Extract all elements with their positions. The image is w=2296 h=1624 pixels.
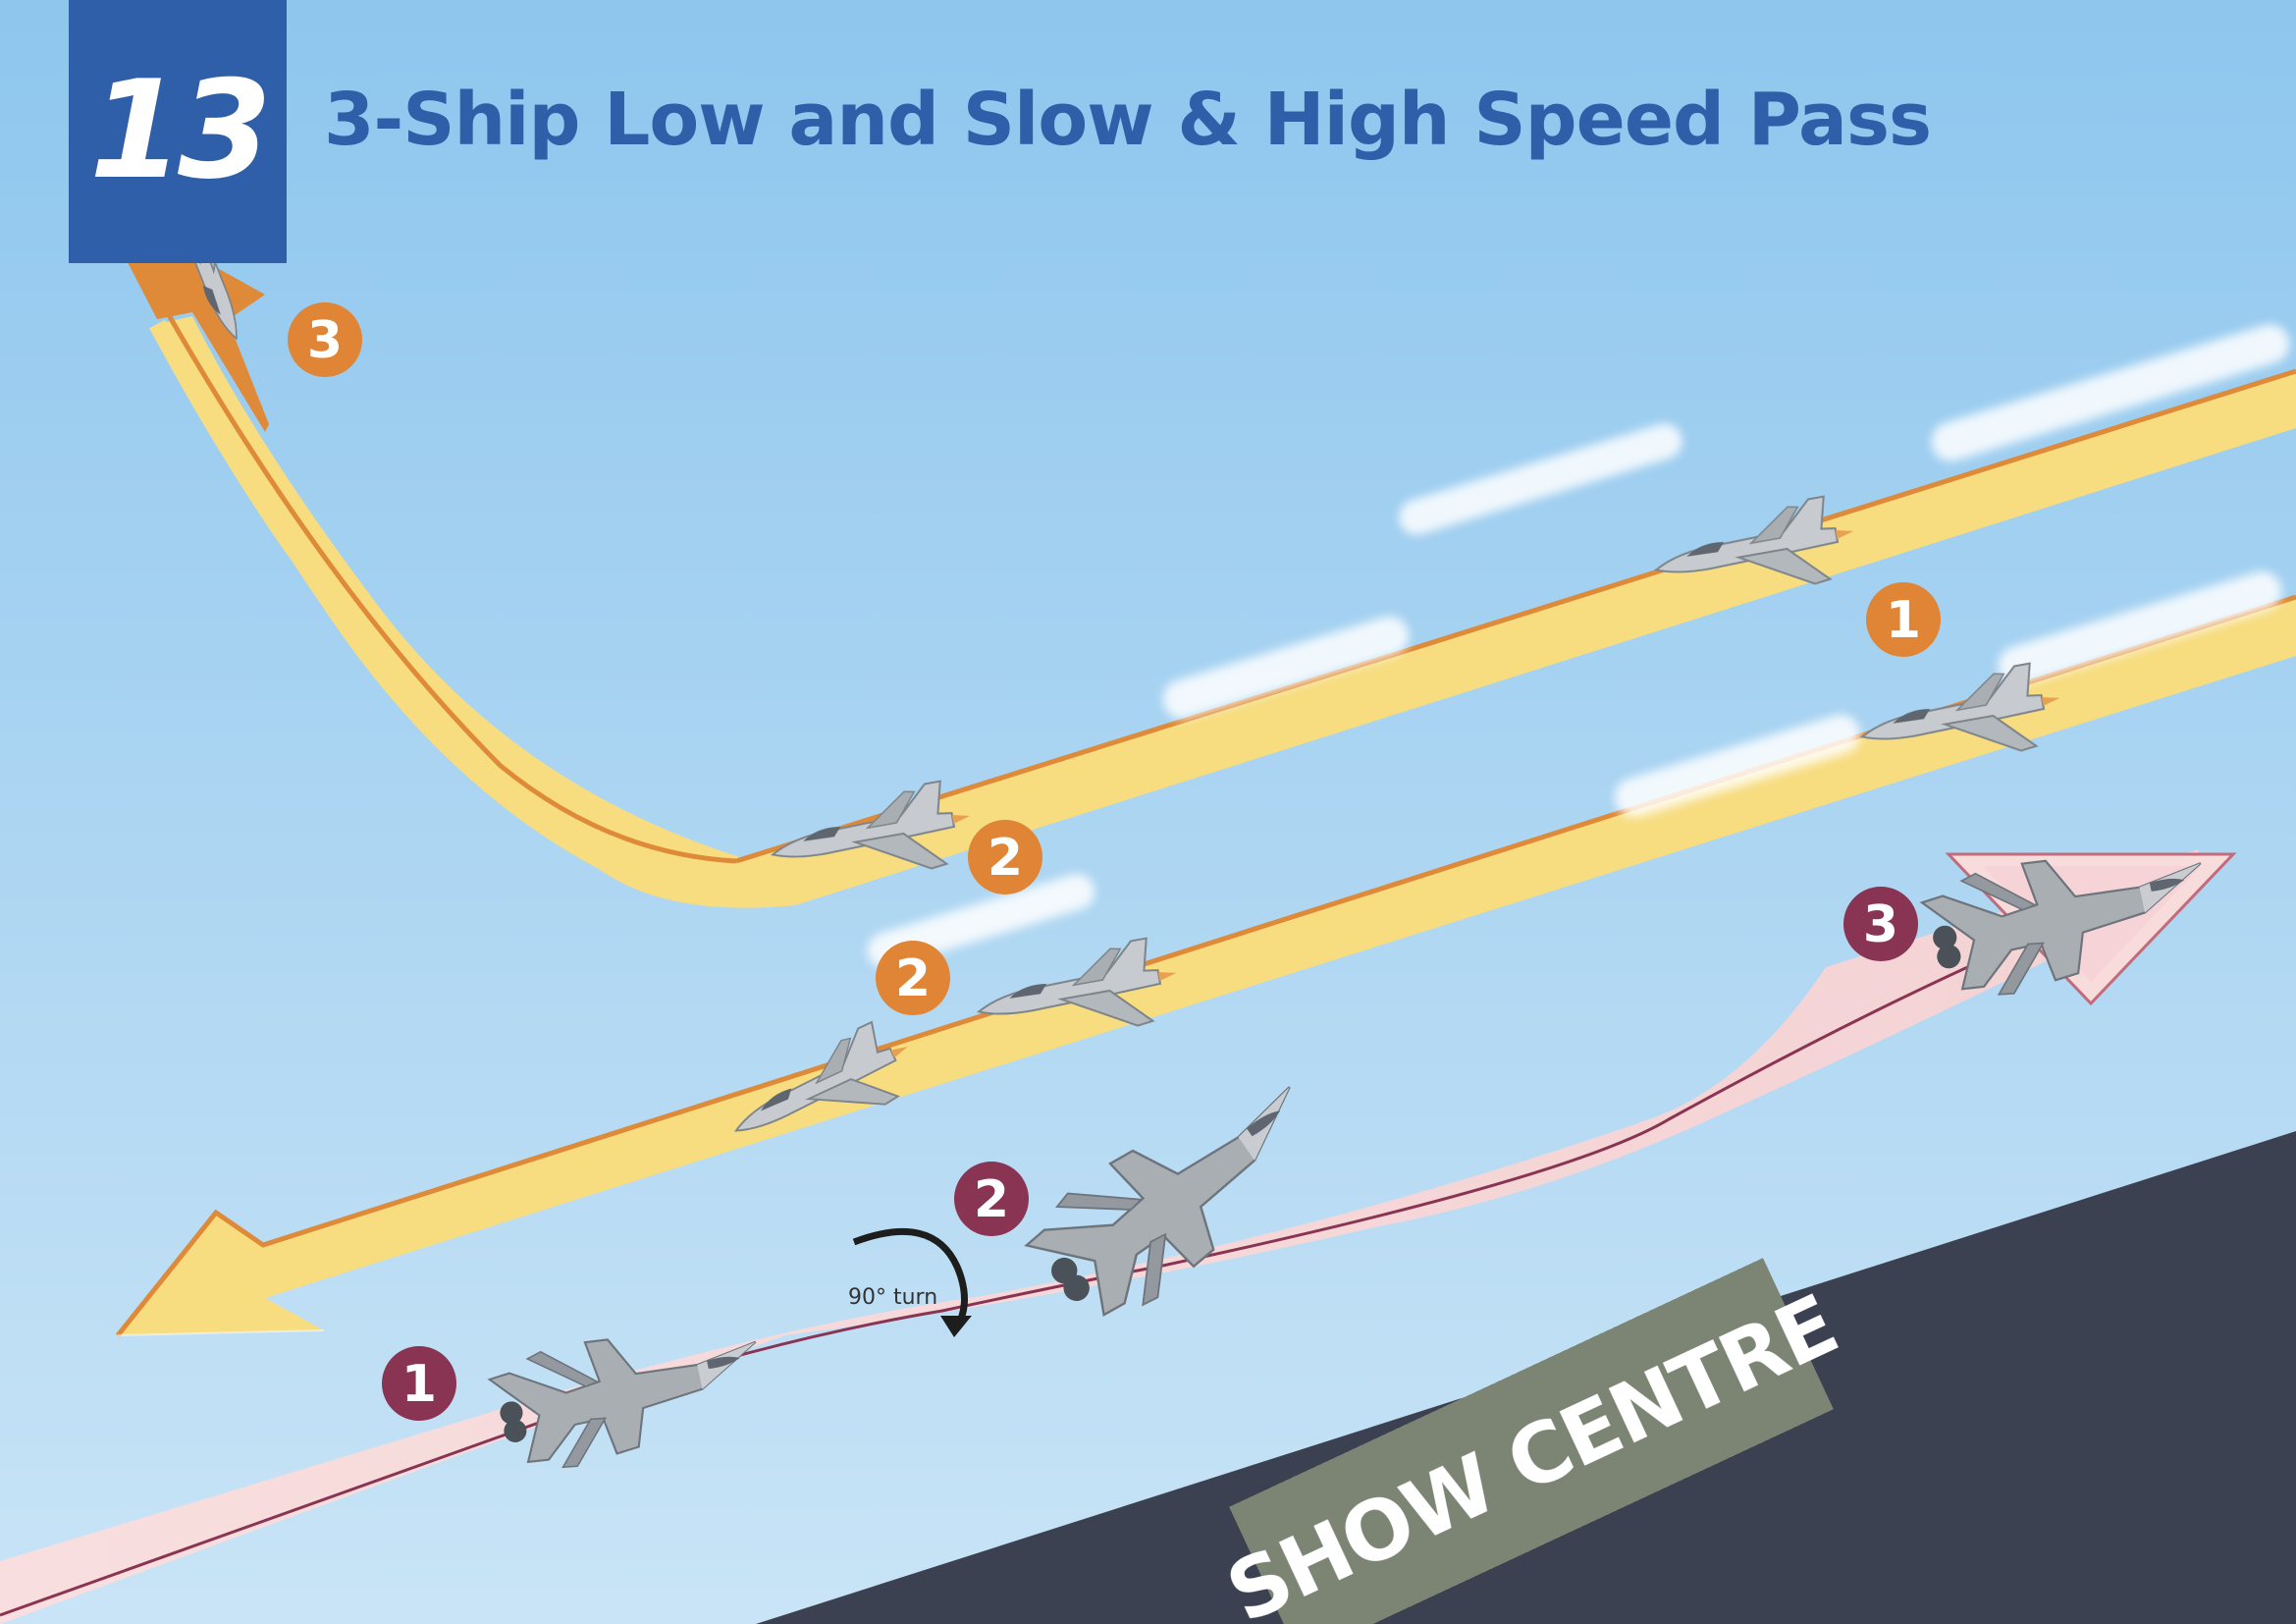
smoke-puffs (867, 324, 2290, 968)
manoeuvre-number-box: 13 (69, 0, 287, 263)
page-title: 3-Ship Low and Slow & High Speed Pass (324, 78, 1932, 162)
marker-maroon-2: 2 (954, 1162, 1029, 1236)
turn-arrow-icon (852, 1227, 968, 1329)
svg-text:2: 2 (988, 829, 1023, 888)
svg-text:1: 1 (1886, 591, 1921, 650)
marker-maroon-1: 1 (382, 1346, 456, 1421)
marker-orange-1: 1 (1866, 582, 1941, 657)
marker-maroon-3: 3 (1843, 887, 1918, 961)
marker-orange-2-upper: 2 (968, 820, 1042, 894)
marker-orange-2-lower: 2 (876, 941, 950, 1015)
svg-text:1: 1 (401, 1355, 437, 1414)
low-slow-path-line (0, 941, 2023, 1617)
marker-orange-3: 3 (288, 302, 362, 377)
manoeuvre-number: 13 (88, 51, 272, 209)
svg-text:3: 3 (1863, 895, 1898, 954)
svg-text:2: 2 (974, 1170, 1009, 1229)
turn-label: 90° turn (848, 1285, 937, 1310)
svg-text:2: 2 (895, 949, 931, 1008)
svg-text:3: 3 (307, 311, 343, 370)
